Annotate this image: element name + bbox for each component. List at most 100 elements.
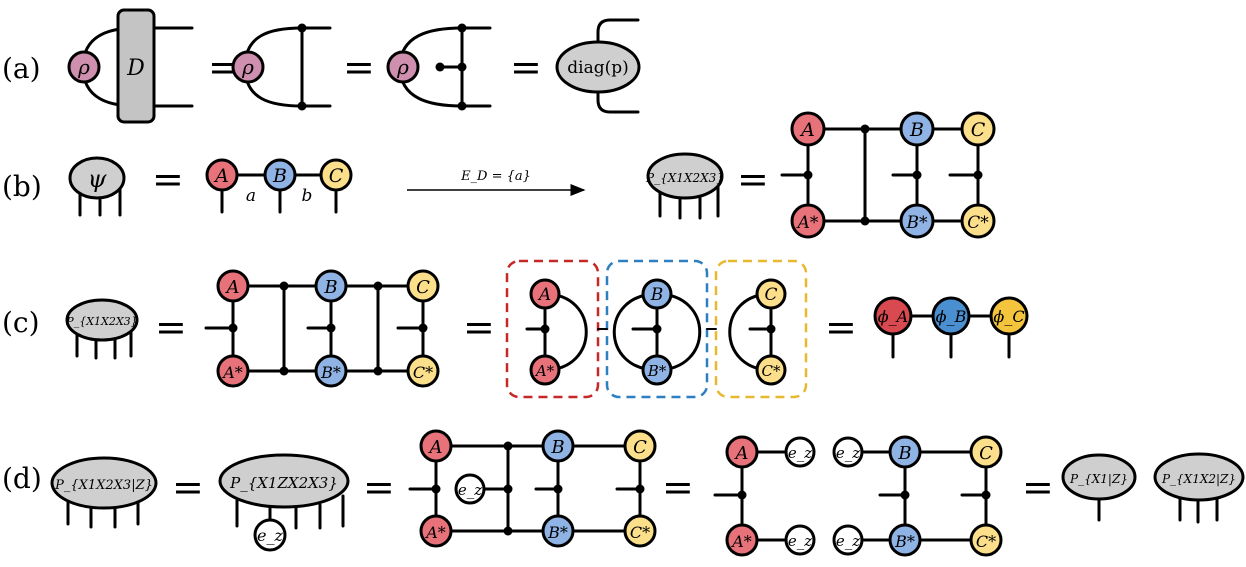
psi-tensor: ψ [68,156,126,217]
term-rho-D: D ρ [67,8,194,124]
equals-c3: = [825,305,857,349]
e-z-node [784,524,816,556]
P-label: P_{X1ZX2X3} [229,474,338,492]
D-box [116,8,156,124]
e-z-label: e_z [788,444,812,462]
equals-c2: = [463,305,495,349]
node-A-label: A [799,119,815,141]
node-C-star [969,523,1003,557]
node-A-label: A [734,443,749,464]
P-x1x2x3-given-z: P_{X1X2X3|Z} [50,456,158,529]
rho-node [231,50,265,84]
mps-ABC: A B C a b [205,158,353,214]
e-z-node [784,436,816,468]
equals-b2: = [737,157,769,201]
diag-node [555,40,641,94]
P-x1x2-given-z: P_{X1X2|Z} [1153,452,1245,524]
node-C-star-label: C* [413,363,433,382]
rho-node [67,50,101,84]
doubled-network-b: A B C A* B* C* [780,111,996,239]
node-A [790,111,826,147]
box-C [714,259,808,399]
equals-d3: = [662,465,694,509]
equals-a2: = [343,45,375,89]
row-d: (d) P_{X1X2X3|Z} = P_{X1ZX2X3} e_z = [2,429,1245,557]
P-label: P_{X1X2X3} [65,315,137,328]
node-A-label: A [537,285,551,305]
node-C-star-label: C* [967,213,989,233]
node-B-star-label: B* [547,523,568,542]
transform-arrow: E_D = {a} [407,169,586,196]
node-A-label: A [213,165,229,187]
P-node [218,453,350,509]
node-A-star [216,354,250,388]
node-C-label: C [764,285,777,305]
node-A-star [725,523,759,557]
P-node [65,298,139,342]
node-B-star [314,354,348,388]
arrow-label: E_D = {a} [460,169,531,184]
node-A-star-label: A* [796,213,819,233]
P-label: P_{X1|Z} [1069,472,1128,486]
P-x1x2x3-tensor-c: P_{X1X2X3} [65,298,139,360]
doubled-network-d: e_z A B C A* B* C* [408,429,657,548]
node-A [725,435,759,469]
node-B-star-label: B* [906,213,928,233]
P-x1-given-z: P_{X1|Z} [1061,453,1137,522]
node-C-star [406,354,440,388]
e-z-label: e_z [836,532,860,550]
node-A [529,278,561,310]
node-C-star [623,514,657,548]
phi-B-label: ϕ_B [936,307,967,326]
equals-b1: = [152,157,184,201]
node-C [960,111,996,147]
node-C [623,429,657,463]
node-A [205,158,239,192]
node-A [419,429,453,463]
node-C-star-label: C* [630,523,650,542]
e-z-label: e_z [257,526,283,545]
row-label-d: (d) [2,462,42,495]
P-node [646,152,724,200]
node-B [888,435,922,469]
node-C-label: C [633,437,647,458]
node-A [216,269,250,303]
node-B-star [641,354,673,386]
node-B-star [899,203,935,239]
P-label: P_{X1X2|Z} [1161,472,1236,486]
node-B-star-label: B* [894,532,915,551]
node-C [755,278,787,310]
rho-node [386,50,420,84]
node-B-label: B [550,437,564,458]
node-B-star-label: B* [647,362,667,380]
phi-A-node [873,296,913,336]
node-B [314,269,348,303]
equals-d1: = [172,465,204,509]
node-B-star [541,514,575,548]
node-B-label: B [897,443,911,464]
e-z-node [253,518,287,552]
term-diag-p: diag(p) [555,18,641,114]
term-rho-identity: ρ [231,23,332,111]
node-A-star [419,514,453,548]
split-network-d: A A* e_z e_z e_z e_z B C B* C* [713,435,1003,557]
rho-label: ρ [396,55,409,79]
node-C [406,269,440,303]
e-z-node [454,473,486,505]
row-c: (c) P_{X1X2X3} = A B C A* [2,259,1029,399]
D-label: D [126,56,145,81]
row-label-a: (a) [2,52,41,85]
bond-a-label: a [246,186,256,206]
P-label: P_{X1X2X3|Z} [54,478,153,493]
node-C-label: C [329,165,344,187]
node-C-star-label: C* [762,362,781,380]
node-C [319,158,353,192]
node-B [641,278,673,310]
node-B-label: B [909,119,924,141]
P-x1x2x3-tensor: P_{X1X2X3} [645,152,724,220]
phi-product: ϕ_A ϕ_B ϕ_C [873,296,1029,359]
node-A-label: A [428,437,443,458]
node-B-star-label: B* [320,363,341,382]
equals-a3: = [510,45,542,89]
